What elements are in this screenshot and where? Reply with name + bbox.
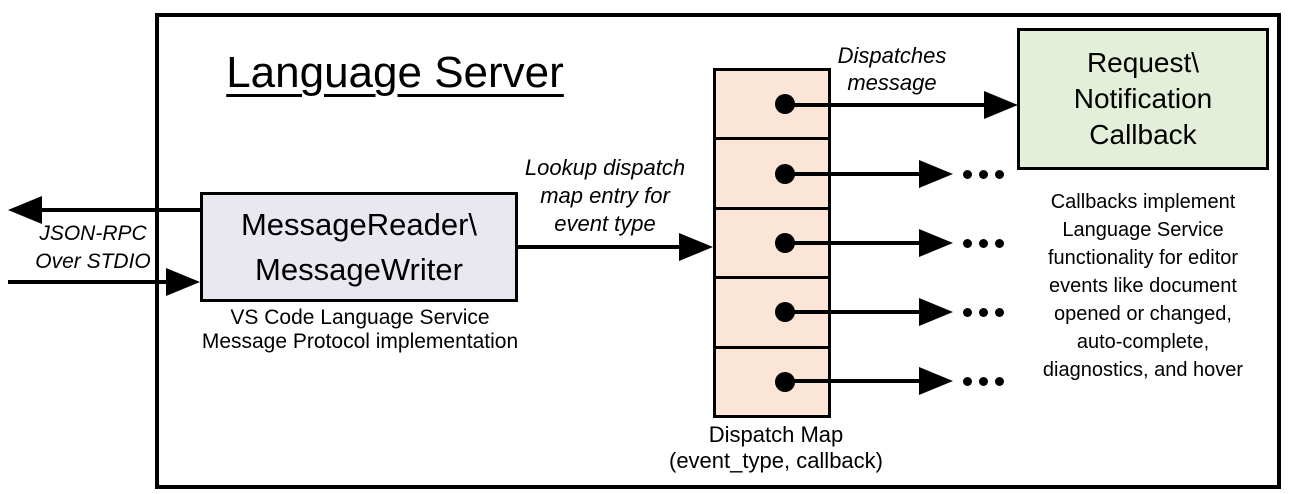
dispatch-arrow-more xyxy=(785,379,921,383)
request-notification-callback-label: Request\ Notification Callback xyxy=(1073,47,1213,150)
stdio-out-arrow xyxy=(40,208,200,212)
stdio-label: JSON-RPC Over STDIO xyxy=(35,222,151,273)
diagram-title: Language Server xyxy=(226,48,564,97)
dispatch-arrowhead-icon xyxy=(919,229,953,257)
lookup-label: Lookup dispatch map entry for event type xyxy=(524,155,686,236)
stdio-out-arrowhead-icon xyxy=(8,196,42,224)
dispatch-arrowhead-icon xyxy=(919,160,953,188)
language-server-boundary xyxy=(155,13,1281,489)
more-callbacks-ellipsis-icon xyxy=(963,169,1004,179)
dispatch-arrow-more xyxy=(785,241,921,245)
dispatch-arrow-more xyxy=(785,310,921,314)
callbacks-note: Callbacks implement Language Service fun… xyxy=(1042,191,1244,381)
dispatch-arrow-more xyxy=(785,172,921,176)
request-notification-callback-box: Request\ Notification Callback xyxy=(1017,28,1269,170)
stdio-in-arrow xyxy=(8,280,170,284)
dispatches-message-label: Dispatches message xyxy=(837,43,947,95)
dispatch-map-label: Dispatch Map (event_type, callback) xyxy=(669,422,883,473)
lookup-arrowhead-icon xyxy=(679,233,713,261)
dispatch-arrowhead-icon xyxy=(919,367,953,395)
dispatch-arrowhead-icon xyxy=(919,298,953,326)
more-callbacks-ellipsis-icon xyxy=(963,238,1004,248)
more-callbacks-ellipsis-icon xyxy=(963,307,1004,317)
dispatch-arrow xyxy=(785,103,986,107)
reader-caption: VS Code Language Service Message Protoco… xyxy=(201,306,519,353)
more-callbacks-ellipsis-icon xyxy=(963,376,1004,386)
message-reader-writer-label: MessageReader\ MessageWriter xyxy=(240,207,478,287)
stdio-in-arrowhead-icon xyxy=(166,268,200,296)
lookup-arrow xyxy=(518,245,682,249)
message-reader-writer-box: MessageReader\ MessageWriter xyxy=(200,192,518,302)
dispatch-arrowhead-icon xyxy=(984,91,1018,119)
